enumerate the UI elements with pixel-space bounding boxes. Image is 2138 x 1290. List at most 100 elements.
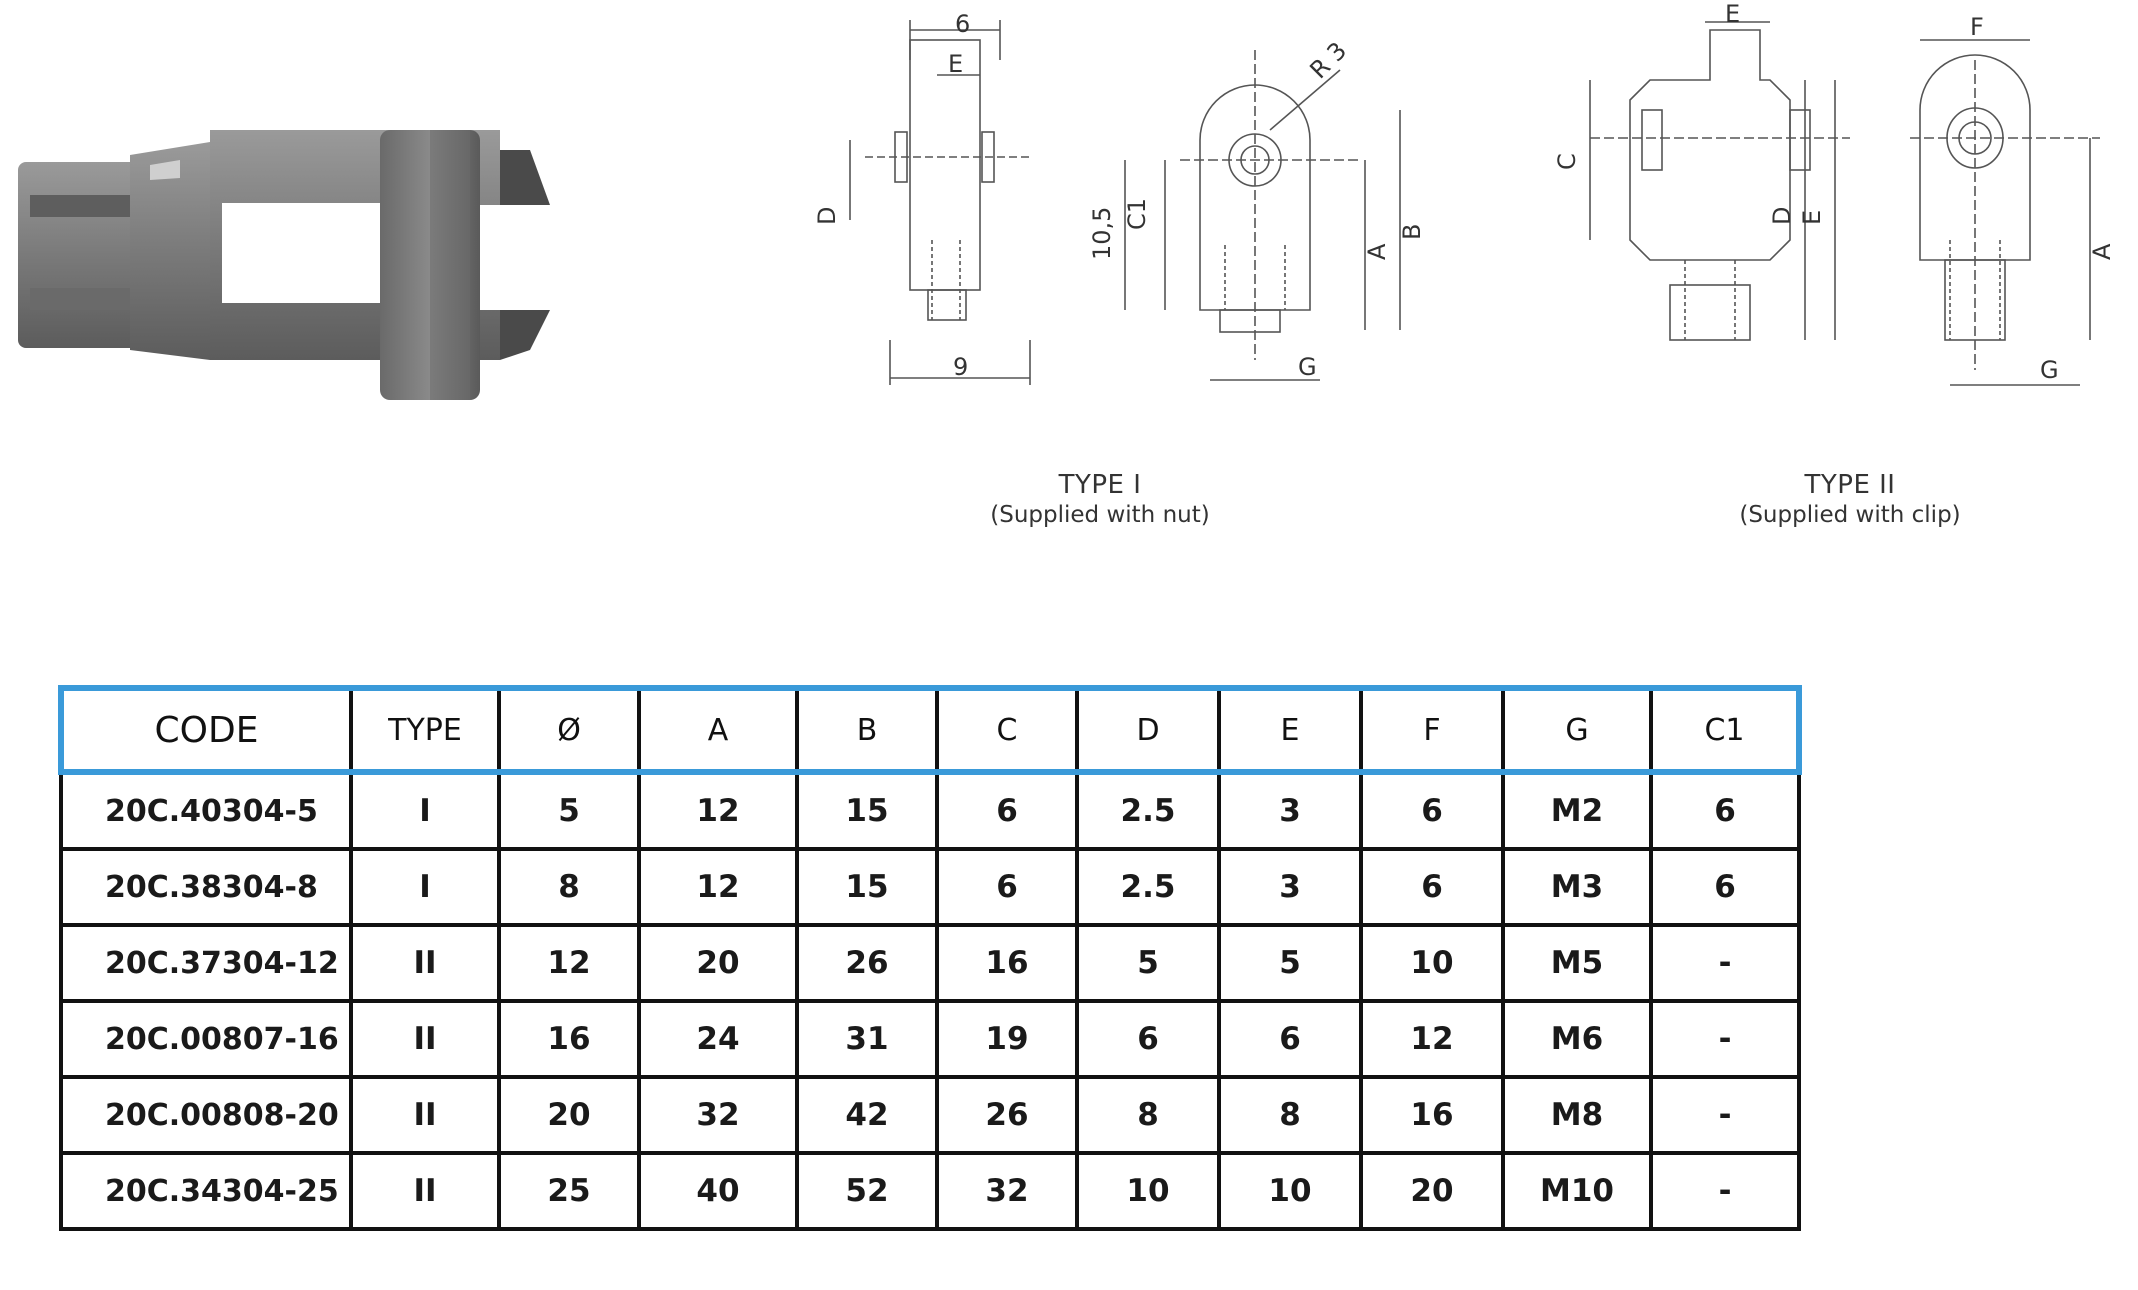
dim-a2: A — [2088, 243, 2116, 260]
col-header-diameter: Ø — [497, 685, 641, 775]
cell-a: 32 — [637, 1075, 799, 1155]
dim-g: G — [1298, 353, 1317, 381]
cell-a: 12 — [637, 770, 799, 851]
cell-d: 5 — [1075, 923, 1221, 1003]
dim-e2: E — [1798, 210, 1826, 225]
col-header-a: A — [637, 685, 799, 775]
cell-diameter: 5 — [497, 770, 641, 851]
cell-d: 8 — [1075, 1075, 1221, 1155]
cell-c: 6 — [935, 770, 1079, 851]
type2-title: TYPE II — [1804, 470, 1896, 500]
cell-c: 32 — [935, 1151, 1079, 1231]
cell-d: 2.5 — [1075, 770, 1221, 851]
type1-subtitle: (Supplied with nut) — [990, 502, 1210, 528]
dim-g2: G — [2040, 356, 2059, 384]
cell-d: 6 — [1075, 999, 1221, 1079]
dim-9: 9 — [953, 353, 968, 381]
col-header-e: E — [1217, 685, 1363, 775]
cell-type: II — [349, 999, 501, 1079]
cell-diameter: 12 — [497, 923, 641, 1003]
cell-e: 5 — [1217, 923, 1363, 1003]
cell-type: I — [349, 847, 501, 927]
cell-e: 10 — [1217, 1151, 1363, 1231]
cell-g: M10 — [1501, 1151, 1653, 1231]
cell-c: 26 — [935, 1075, 1079, 1155]
cell-type: II — [349, 923, 501, 1003]
cell-g: M5 — [1501, 923, 1653, 1003]
cell-f: 10 — [1359, 923, 1505, 1003]
cell-diameter: 8 — [497, 847, 641, 927]
cell-b: 31 — [795, 999, 939, 1079]
cell-c: 16 — [935, 923, 1079, 1003]
cell-a: 12 — [637, 847, 799, 927]
cell-b: 42 — [795, 1075, 939, 1155]
cell-code: 20C.00808-20 — [59, 1075, 353, 1155]
cell-a: 20 — [637, 923, 799, 1003]
cell-code: 20C.38304-8 — [59, 847, 353, 927]
type1-title: TYPE I — [1058, 470, 1142, 500]
table-row: 20C.00808-20 II 20 32 42 26 8 8 16 M8 - — [59, 1075, 1801, 1155]
dim-r3: R 3 — [1304, 36, 1352, 84]
col-header-g: G — [1501, 685, 1653, 775]
cell-b: 26 — [795, 923, 939, 1003]
cell-f: 6 — [1359, 847, 1505, 927]
cell-g: M3 — [1501, 847, 1653, 927]
dim-6: 6 — [955, 10, 970, 38]
table-header-row: CODE TYPE Ø A B C D E F G C1 — [58, 685, 1802, 775]
type2-caption: TYPE II (Supplied with clip) — [1690, 470, 2010, 528]
cell-e: 3 — [1217, 847, 1363, 927]
cell-g: M8 — [1501, 1075, 1653, 1155]
cell-d: 2.5 — [1075, 847, 1221, 927]
cell-code: 20C.00807-16 — [59, 999, 353, 1079]
cell-diameter: 20 — [497, 1075, 641, 1155]
cell-e: 3 — [1217, 770, 1363, 851]
clevis-photo — [10, 110, 570, 410]
cell-type: II — [349, 1075, 501, 1155]
cell-g: M6 — [1501, 999, 1653, 1079]
col-header-f: F — [1359, 685, 1505, 775]
table-row: 20C.38304-8 I 8 12 15 6 2.5 3 6 M3 6 — [59, 847, 1801, 927]
table-row: 20C.00807-16 II 16 24 31 19 6 6 12 M6 - — [59, 999, 1801, 1079]
cell-a: 24 — [637, 999, 799, 1079]
cell-f: 12 — [1359, 999, 1505, 1079]
table-row: 20C.40304-5 I 5 12 15 6 2.5 3 6 M2 6 — [59, 770, 1801, 851]
spec-table: CODE TYPE Ø A B C D E F G C1 20C.40304-5… — [58, 685, 1802, 1231]
cell-diameter: 16 — [497, 999, 641, 1079]
dim-d2: D — [1768, 207, 1796, 225]
cell-g: M2 — [1501, 770, 1653, 851]
cell-e: 6 — [1217, 999, 1363, 1079]
cell-b: 15 — [795, 847, 939, 927]
cell-c1: 6 — [1649, 847, 1801, 927]
cell-c1: - — [1649, 1151, 1801, 1231]
cell-d: 10 — [1075, 1151, 1221, 1231]
type1-drawing: 6 E D 9 R 3 C1 10,5 A B G — [800, 0, 1460, 420]
type2-drawing: E C D E F A G — [1510, 0, 2130, 420]
cell-diameter: 25 — [497, 1151, 641, 1231]
dim-e-top: E — [1725, 0, 1740, 28]
dim-c: C — [1553, 153, 1581, 170]
cell-c: 6 — [935, 847, 1079, 927]
cell-f: 16 — [1359, 1075, 1505, 1155]
cell-code: 20C.40304-5 — [59, 770, 353, 851]
cell-c: 19 — [935, 999, 1079, 1079]
dim-f: F — [1970, 13, 1984, 41]
cell-b: 52 — [795, 1151, 939, 1231]
col-header-d: D — [1075, 685, 1221, 775]
table-row: 20C.34304-25 II 25 40 52 32 10 10 20 M10… — [59, 1151, 1801, 1231]
col-header-b: B — [795, 685, 939, 775]
cell-code: 20C.34304-25 — [59, 1151, 353, 1231]
cell-f: 20 — [1359, 1151, 1505, 1231]
dim-c1: C1 — [1123, 198, 1151, 230]
cell-a: 40 — [637, 1151, 799, 1231]
dim-e: E — [948, 50, 963, 78]
cell-c1: - — [1649, 999, 1801, 1079]
type1-caption: TYPE I (Supplied with nut) — [940, 470, 1260, 528]
cell-c1: - — [1649, 1075, 1801, 1155]
cell-f: 6 — [1359, 770, 1505, 851]
col-header-type: TYPE — [349, 685, 501, 775]
cell-code: 20C.37304-12 — [59, 923, 353, 1003]
col-header-c1: C1 — [1649, 685, 1802, 775]
cell-c1: 6 — [1649, 770, 1801, 851]
dim-b: B — [1398, 224, 1426, 240]
cell-e: 8 — [1217, 1075, 1363, 1155]
